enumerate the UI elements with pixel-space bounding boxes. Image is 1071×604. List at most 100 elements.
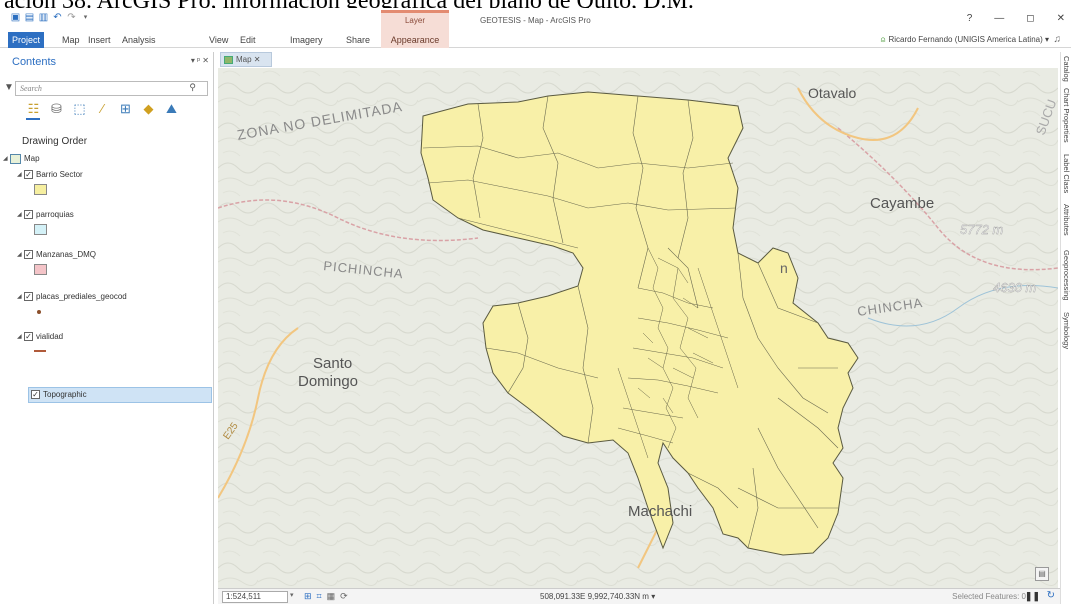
refresh-drawing-icon[interactable]: ⟳ [340, 591, 348, 601]
map-node[interactable]: ◢ Map [3, 152, 40, 165]
road [797, 87, 919, 141]
list-by-snapping-icon[interactable]: ⊞ [120, 101, 131, 116]
layer-visibility-checkbox[interactable]: ✓ [24, 292, 33, 301]
map-label-santo: Santo [313, 355, 352, 372]
map-view[interactable]: ZONA NO DELIMITADA Otavalo Cayambe 5772 … [218, 68, 1058, 588]
map-label-peak-4630: 4630 m [993, 280, 1037, 295]
list-by-selection-icon[interactable]: ⬚ [73, 101, 86, 116]
list-by-perspective-icon[interactable]: ⛰ [166, 101, 177, 116]
undo-icon[interactable]: ↶ [53, 12, 62, 23]
map-canvas[interactable]: ZONA NO DELIMITADA Otavalo Cayambe 5772 … [218, 68, 1058, 588]
overview-icon[interactable]: ▤ [1035, 567, 1049, 581]
customize-qat-icon[interactable]: ▾ [83, 14, 88, 21]
minimize-button[interactable]: — [994, 13, 1005, 24]
refresh-icon[interactable]: ↻ [1046, 590, 1055, 601]
contents-header: Contents ▾ ᵖ ✕ [0, 52, 213, 70]
navigator-icon[interactable]: ⊞ [304, 591, 312, 601]
polygon-symbol[interactable] [34, 264, 47, 275]
notifications-icon[interactable]: ♫ [1053, 34, 1062, 45]
layer-row-placas[interactable]: ◢ ✓ placas_prediales_geocod [17, 290, 127, 303]
selected-features-count[interactable]: Selected Features: 0 [952, 592, 1026, 601]
line-symbol[interactable] [34, 350, 46, 352]
layer-visibility-checkbox[interactable]: ✓ [24, 170, 33, 179]
dmq-parishes[interactable] [420, 91, 859, 556]
restore-button[interactable]: ◻ [1026, 13, 1035, 24]
list-by-source-icon[interactable]: ⛁ [51, 101, 62, 116]
tab-analysis[interactable]: Analysis [122, 35, 156, 45]
polygon-symbol[interactable] [34, 184, 47, 195]
layer-visibility-checkbox[interactable]: ✓ [24, 332, 33, 341]
expand-triangle-icon[interactable]: ◢ [17, 172, 22, 178]
contents-title: Contents [12, 56, 57, 68]
filter-icon[interactable]: ▼ [4, 82, 14, 93]
search-icon[interactable]: ⚲ [189, 82, 196, 92]
tab-insert[interactable]: Insert [88, 35, 111, 45]
close-button[interactable]: ✕ [1056, 13, 1065, 24]
user-name: Ricardo Fernando (UNIGIS America Latina)… [888, 35, 1049, 44]
point-symbol[interactable] [37, 310, 41, 314]
tab-view[interactable]: View [209, 35, 229, 45]
side-pane-tabs: Catalog Chart Properties Label Class Att… [1060, 52, 1071, 604]
expand-triangle-icon[interactable]: ◢ [17, 294, 22, 300]
layer-row-topographic[interactable]: ✓ Topographic [31, 388, 87, 401]
layer-row-manzanas[interactable]: ◢ ✓ Manzanas_DMQ [17, 248, 96, 261]
tab-share[interactable]: Share [346, 35, 371, 45]
contents-search-input[interactable]: Search [15, 81, 208, 96]
province-boundary [218, 199, 479, 242]
list-by-labeling-icon[interactable]: ◆ [143, 101, 154, 116]
chevron-down-icon[interactable]: ▾ [290, 592, 294, 599]
scale-input[interactable]: 1:524,511 [222, 591, 288, 603]
list-by-editing-icon[interactable]: ⁄ [101, 101, 104, 116]
open-project-icon[interactable]: ▤ [24, 12, 35, 23]
tab-project[interactable]: Project [8, 32, 44, 48]
status-tools: ⊞ ⌗ ▦ ⟳ [304, 591, 348, 602]
grid-icon[interactable]: ▦ [326, 591, 336, 601]
expand-triangle-icon[interactable]: ◢ [17, 334, 22, 340]
user-account[interactable]: ⍝Ricardo Fernando (UNIGIS America Latina… [881, 35, 1049, 45]
status-bar: 1:524,511 ▾ ⊞ ⌗ ▦ ⟳ 508,091.33E 9,992,74… [218, 588, 1060, 604]
map-tab-label: Map [236, 55, 252, 64]
pane-controls[interactable]: ▾ ᵖ ✕ [190, 56, 209, 65]
side-tab-chart-properties[interactable]: Chart Properties [1062, 88, 1071, 143]
map-label-cayambe: Cayambe [870, 195, 934, 212]
map-node-label: Map [24, 154, 40, 163]
tab-imagery[interactable]: Imagery [290, 35, 323, 45]
selection-highlight [28, 387, 212, 403]
layer-visibility-checkbox[interactable]: ✓ [31, 390, 40, 399]
expand-triangle-icon[interactable]: ◢ [17, 212, 22, 218]
layer-row-vialidad[interactable]: ◢ ✓ vialidad [17, 330, 63, 343]
layer-visibility-checkbox[interactable]: ✓ [24, 250, 33, 259]
save-project-icon[interactable]: ▥ [38, 12, 49, 23]
tab-edit[interactable]: Edit [240, 35, 256, 45]
redo-icon[interactable]: ↷ [67, 12, 76, 23]
layer-visibility-checkbox[interactable]: ✓ [24, 210, 33, 219]
map-view-tab[interactable]: Map ✕ [220, 52, 272, 67]
list-by-drawing-order-icon[interactable]: ☷ [27, 101, 40, 116]
help-button[interactable]: ? [966, 13, 973, 24]
active-view-indicator [26, 118, 40, 120]
ribbon-tabs: Project Map Insert Analysis View Edit Im… [0, 32, 1071, 48]
new-project-icon[interactable]: ▣ [10, 12, 21, 23]
side-tab-symbology[interactable]: Symbology [1062, 312, 1071, 350]
map-label-domingo: Domingo [298, 373, 358, 390]
tab-appearance[interactable]: Appearance [381, 32, 449, 48]
drawing-order-heading: Drawing Order [22, 136, 88, 147]
side-tab-label-class[interactable]: Label Class [1062, 154, 1071, 194]
expand-triangle-icon[interactable]: ◢ [3, 156, 8, 162]
pause-drawing-icon[interactable]: ❚❚ [1024, 591, 1040, 601]
tab-map[interactable]: Map [62, 35, 80, 45]
snapping-icon[interactable]: ⌗ [316, 591, 322, 601]
polygon-symbol[interactable] [34, 224, 47, 235]
side-tab-geoprocessing[interactable]: Geoprocessing [1062, 250, 1071, 301]
close-tab-icon[interactable]: ✕ [253, 55, 261, 64]
contents-search-row: ▼ Search ⚲ [4, 81, 208, 96]
expand-triangle-icon[interactable]: ◢ [17, 252, 22, 258]
layer-row-parroquias[interactable]: ◢ ✓ parroquias [17, 208, 74, 221]
window-controls: ? — ◻ ✕ [967, 13, 1065, 24]
side-tab-catalog[interactable]: Catalog [1062, 56, 1071, 82]
coordinate-readout[interactable]: 508,091.33E 9,992,740.33N m ▾ [540, 592, 656, 601]
side-tab-attributes[interactable]: Attributes [1062, 204, 1071, 236]
layer-context-tab-group: Layer [381, 10, 449, 32]
layer-label: Topographic [43, 390, 87, 399]
layer-row-barrio-sector[interactable]: ◢ ✓ Barrio Sector [17, 168, 83, 181]
